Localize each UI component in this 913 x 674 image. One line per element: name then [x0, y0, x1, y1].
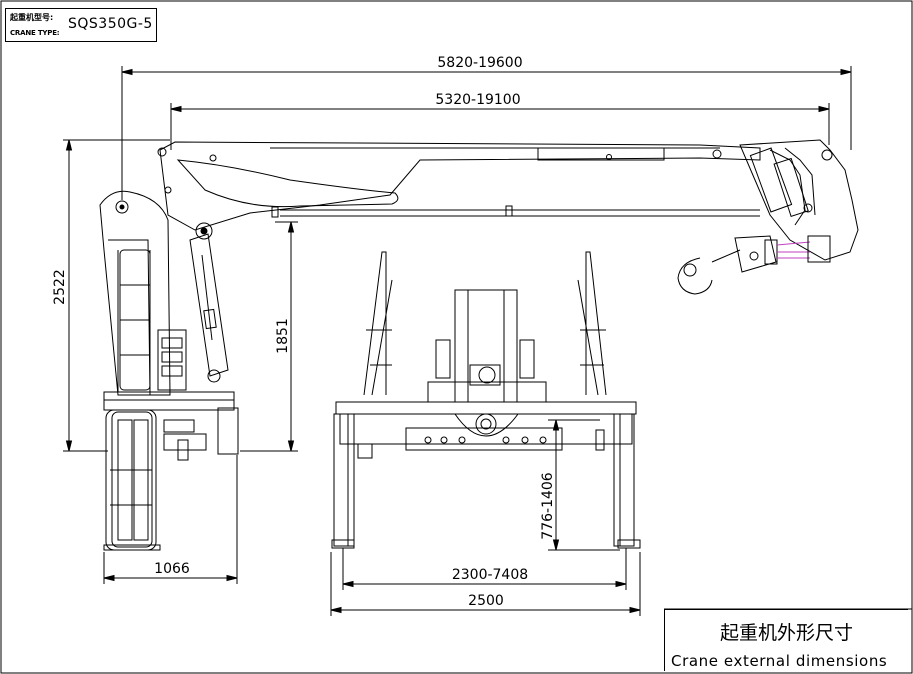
- crane-side-base: [103, 391, 239, 551]
- crane-type-box: 起重机型号: CRANE TYPE: SQS350G-5: [5, 8, 157, 42]
- title-block-cn: 起重机外形尺寸: [719, 622, 853, 644]
- crane-type-label-en: CRANE TYPE:: [10, 29, 60, 37]
- boom-height-label: 1851: [275, 318, 291, 354]
- overall-length-label: 5820-19600: [437, 55, 522, 71]
- title-block: 起重机外形尺寸 Crane external dimensions: [664, 609, 908, 671]
- crane-side-view: [99, 139, 859, 396]
- dimension-boom-height: 1851: [240, 221, 298, 452]
- leg-height-label: 776-1406: [540, 472, 556, 539]
- boom-reach-label: 5320-19100: [435, 92, 520, 108]
- frame-width-label: 2500: [468, 593, 504, 609]
- dimension-boom-reach: 5320-19100: [170, 92, 830, 150]
- outrigger-span-label: 2300-7408: [452, 567, 528, 583]
- dimension-leg-height: 776-1406: [540, 419, 620, 551]
- base-width-label: 1066: [154, 561, 190, 577]
- dimension-total-height: 2522: [52, 139, 170, 452]
- title-block-en: Crane external dimensions: [671, 652, 888, 670]
- dimension-outrigger-span: 2300-7408: [342, 548, 627, 590]
- dimension-frame-width: 2500: [330, 552, 641, 616]
- dimension-base-width: 1066: [103, 455, 238, 584]
- dimension-overall-length: 5820-19600: [121, 55, 852, 200]
- crane-type-label-cn: 起重机型号:: [10, 13, 54, 22]
- crane-model: SQS350G-5: [68, 16, 153, 32]
- total-height-label: 2522: [52, 269, 68, 305]
- crane-front-view: [331, 251, 641, 549]
